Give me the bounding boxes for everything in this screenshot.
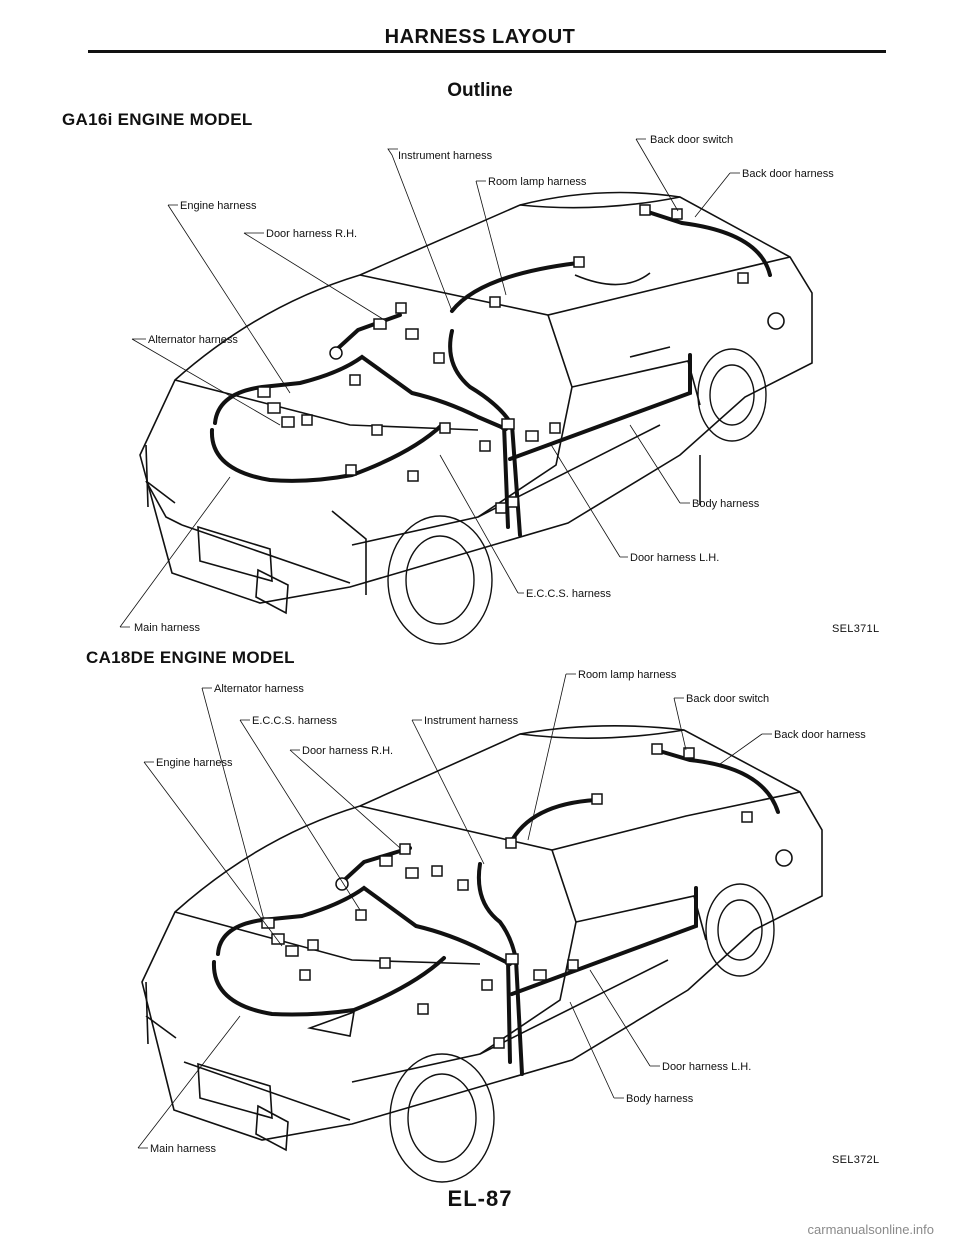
harness-routing <box>209 209 772 537</box>
label-back-door-harness: Back door harness <box>742 168 834 180</box>
label-back-door-switch: Back door switch <box>686 693 769 705</box>
figure-code-sel371l: SEL371L <box>832 623 880 635</box>
leader-lines <box>119 138 740 628</box>
section-title-ca18de: CA18DE ENGINE MODEL <box>86 648 295 667</box>
harness-connectors <box>257 204 749 514</box>
label-room-lamp-harness: Room lamp harness <box>578 669 677 681</box>
car-body-outline <box>141 725 823 1152</box>
page-subtitle: Outline <box>447 80 513 101</box>
harness-diagram-ga16i: Instrument harness Back door switch Room… <box>119 134 834 645</box>
label-alternator-harness: Alternator harness <box>214 683 304 695</box>
label-alternator-harness: Alternator harness <box>148 334 238 346</box>
section-title-ga16i: GA16i ENGINE MODEL <box>62 110 253 129</box>
wheels <box>387 348 767 645</box>
label-door-harness-rh: Door harness R.H. <box>302 745 393 757</box>
label-back-door-switch: Back door switch <box>650 134 733 146</box>
label-body-harness: Body harness <box>692 498 760 510</box>
leader-lines <box>137 673 772 1149</box>
label-door-harness-rh: Door harness R.H. <box>266 228 357 240</box>
page-header-title: HARNESS LAYOUT <box>384 26 576 48</box>
label-instrument-harness: Instrument harness <box>398 150 493 162</box>
harness-routing <box>211 748 780 1076</box>
harness-diagram-ca18de: Room lamp harness Alternator harness Bac… <box>137 669 866 1183</box>
figure-code-sel372l: SEL372L <box>832 1154 880 1166</box>
page-number: EL-87 <box>447 1186 513 1211</box>
label-instrument-harness: Instrument harness <box>424 715 519 727</box>
label-engine-harness: Engine harness <box>180 200 257 212</box>
label-eccs-harness: E.C.C.S. harness <box>526 588 611 600</box>
label-eccs-harness: E.C.C.S. harness <box>252 715 337 727</box>
label-door-harness-lh: Door harness L.H. <box>662 1061 751 1073</box>
header-rule <box>88 50 886 53</box>
label-main-harness: Main harness <box>150 1143 217 1155</box>
label-back-door-harness: Back door harness <box>774 729 866 741</box>
label-door-harness-lh: Door harness L.H. <box>630 552 719 564</box>
label-body-harness: Body harness <box>626 1093 694 1105</box>
label-room-lamp-harness: Room lamp harness <box>488 176 587 188</box>
watermark: carmanualsonline.info <box>807 1222 934 1237</box>
label-engine-harness: Engine harness <box>156 757 233 769</box>
label-main-harness: Main harness <box>134 622 201 634</box>
wheels <box>389 883 775 1183</box>
